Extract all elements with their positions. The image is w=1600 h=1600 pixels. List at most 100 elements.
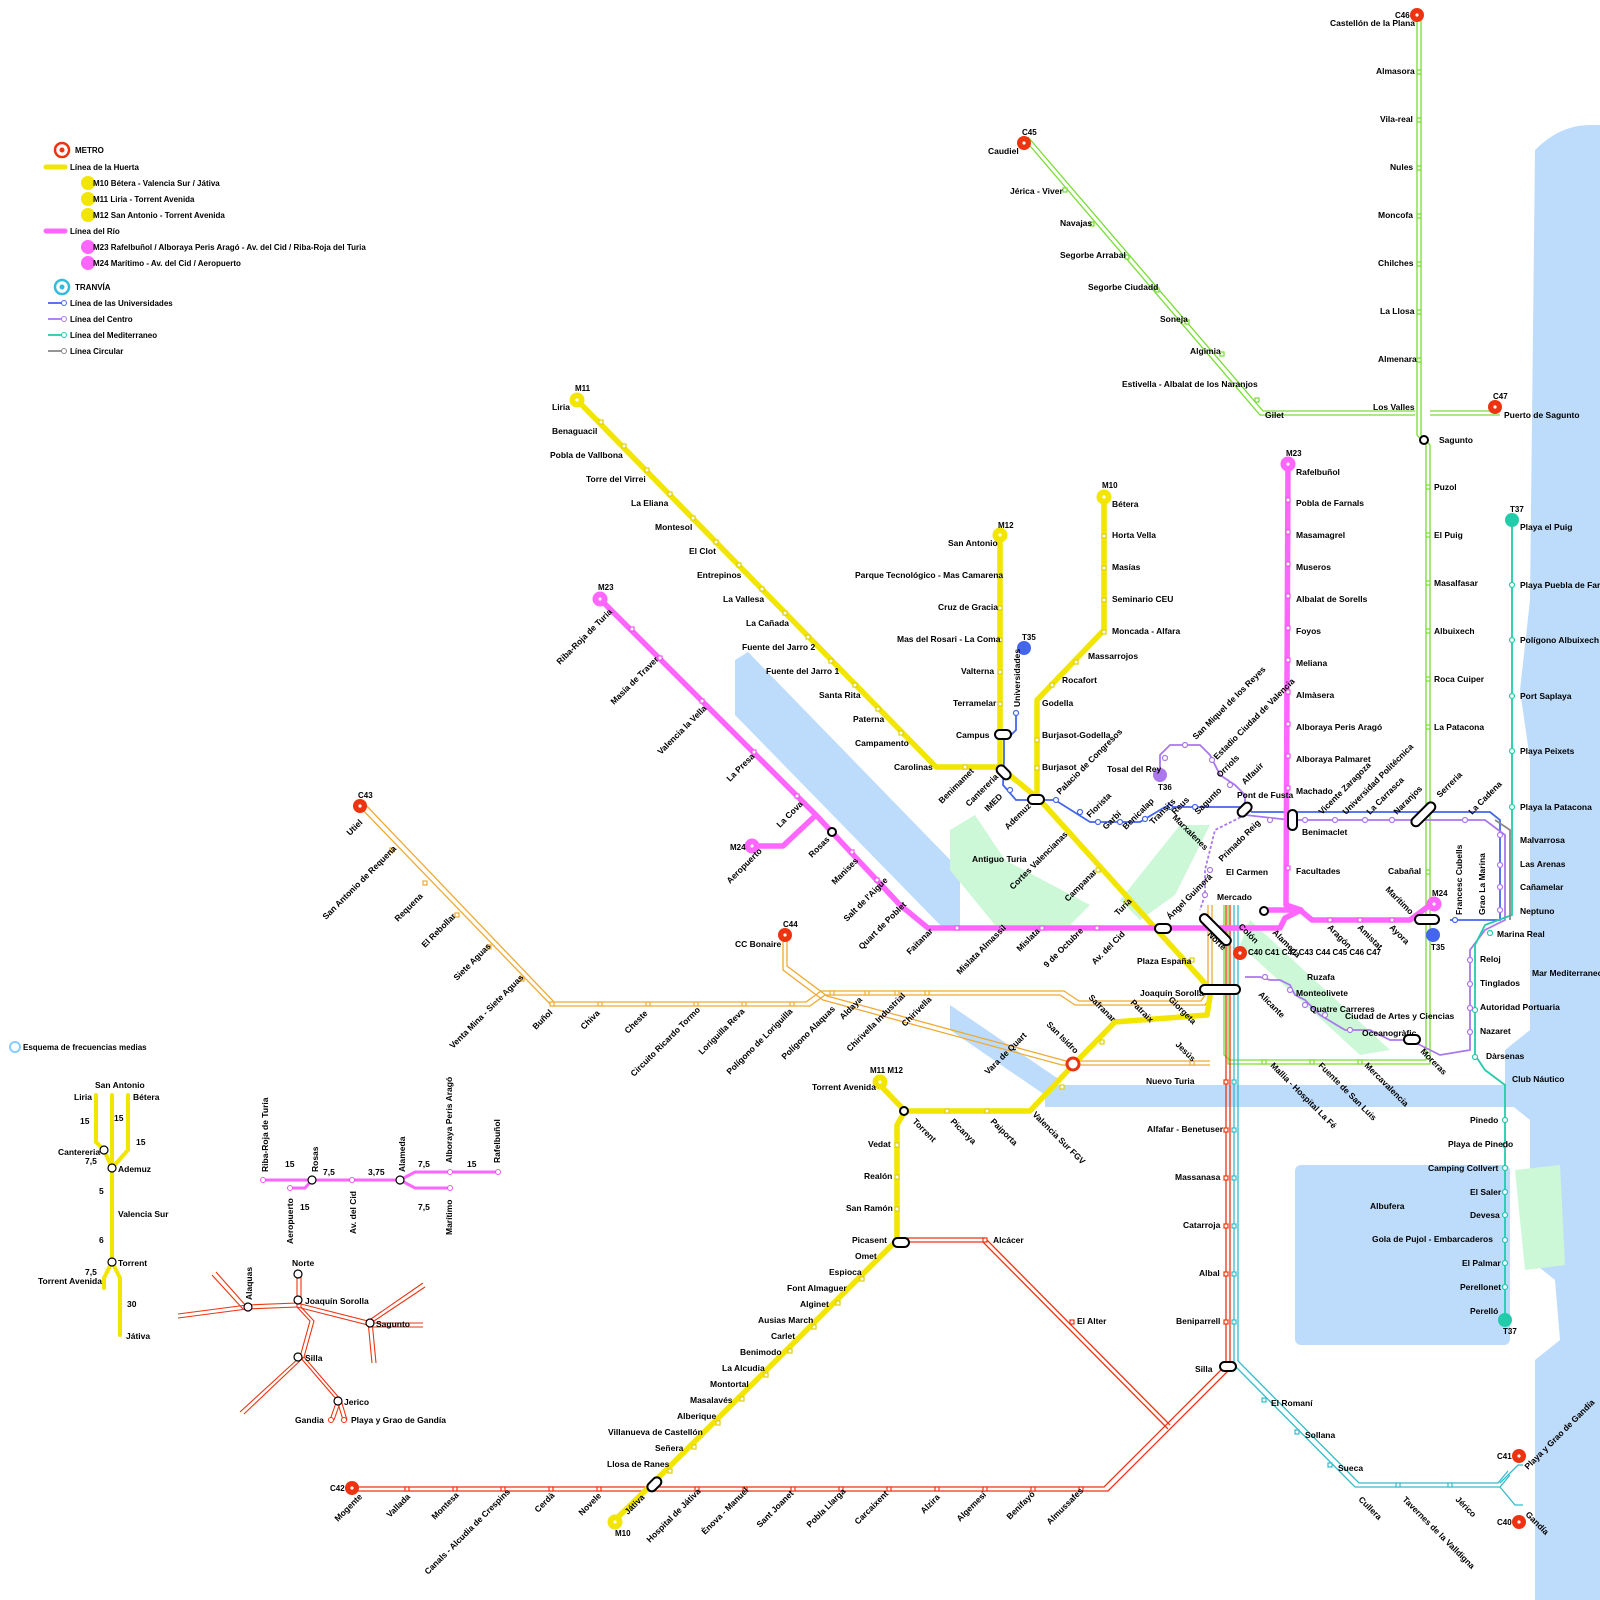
station-label-san-ramon[interactable]: San Ramón	[846, 1203, 893, 1213]
station-label-alboraya-palmaret[interactable]: Alboraya Palmaret	[1296, 754, 1371, 764]
station-label-algimia[interactable]: Algimia	[1190, 346, 1221, 356]
station-label-facultades[interactable]: Facultades	[1296, 866, 1341, 876]
station-label-quatre-carreres[interactable]: Quatre Carreres	[1310, 1004, 1375, 1014]
station-label-cruz-gracia[interactable]: Cruz de Gracia	[938, 602, 998, 612]
station-label-el-puig[interactable]: El Puig	[1434, 530, 1463, 540]
station-label-playa-peixets[interactable]: Playa Peixets	[1520, 746, 1575, 756]
station-label-masamagrel[interactable]: Masamagrel	[1296, 530, 1345, 540]
station-label-giorgeta[interactable]: Giorgeta	[1167, 994, 1199, 1026]
station-label-valencia-sur-fgv[interactable]: Valencia Sur FGV	[1031, 1109, 1088, 1166]
station-label-masias[interactable]: Masías	[1112, 562, 1141, 572]
station-label-montesol[interactable]: Montesol	[655, 522, 692, 532]
station-label-moreras[interactable]: Moreras	[1419, 1046, 1450, 1077]
station-label-alcacer[interactable]: Alcácer	[993, 1235, 1024, 1245]
station-label-montesa[interactable]: Montesa	[429, 1490, 461, 1522]
station-label-hospital-jativa[interactable]: Hospital de Játiva	[644, 1486, 702, 1544]
station-label-ciudad-artes[interactable]: Ciudad de Artes y Ciencias	[1345, 1011, 1455, 1021]
station-label-los-valles[interactable]: Los Valles	[1373, 402, 1415, 412]
station-label-loriguilla-reva[interactable]: Loriguilla Reva	[696, 1006, 746, 1056]
station-label-aragon[interactable]: Aragón	[1326, 922, 1354, 950]
station-label-la-patacona[interactable]: La Patacona	[1434, 722, 1484, 732]
station-label-llosa-ranes[interactable]: Llosa de Ranes	[607, 1459, 670, 1469]
station-label-darsenas[interactable]: Dàrsenas	[1486, 1051, 1525, 1061]
station-label-canada[interactable]: La Cañada	[746, 618, 789, 628]
station-label-burjasot[interactable]: Burjasot	[1042, 762, 1077, 772]
station-label-catarroja[interactable]: Catarroja	[1183, 1220, 1221, 1230]
station-label-alfauir[interactable]: Alfauir	[1239, 760, 1266, 787]
station-label-tinglados[interactable]: Tinglados	[1480, 978, 1520, 988]
station-label-ausias-march[interactable]: Ausias March	[758, 1315, 813, 1325]
station-label-machado[interactable]: Machado	[1296, 786, 1333, 796]
station-label-gola-pujol[interactable]: Gola de Pujol - Embarcaderos	[1372, 1234, 1493, 1244]
station-label-mas-rosari[interactable]: Mas del Rosari - La Coma	[897, 634, 1001, 644]
station-label-playa-puebla[interactable]: Playa Puebla de Farnals	[1520, 580, 1600, 590]
station-label-segorbe-arrabal[interactable]: Segorbe Arrabal	[1060, 250, 1126, 260]
station-label-alberique[interactable]: Alberique	[677, 1411, 716, 1421]
station-label-realon[interactable]: Realón	[864, 1171, 892, 1181]
station-label-benaguacil[interactable]: Benaguacil	[552, 426, 597, 436]
station-label-las-arenas[interactable]: Las Arenas	[1520, 859, 1566, 869]
station-label-vallada[interactable]: Vallada	[384, 1491, 412, 1519]
station-label-requena[interactable]: Requena	[392, 891, 425, 924]
station-label-la-cova[interactable]: La Cova	[774, 799, 805, 830]
station-label-novele[interactable]: Novele	[576, 1490, 603, 1517]
station-label-benimodo[interactable]: Benimodo	[740, 1347, 782, 1357]
station-label-jerico[interactable]: Jérico	[1454, 1494, 1479, 1519]
station-label-serreria[interactable]: Serreria	[1434, 769, 1464, 799]
station-label-algemesi[interactable]: Algemesí	[954, 1489, 988, 1523]
station-label-museros[interactable]: Museros	[1296, 562, 1331, 572]
station-label-terramelar[interactable]: Terramelar	[953, 698, 997, 708]
station-label-carlet[interactable]: Carlet	[771, 1331, 795, 1341]
station-label-liria[interactable]: Liria	[552, 402, 570, 412]
san-isidro-interchange[interactable]	[1065, 1056, 1081, 1072]
station-label-alcudia[interactable]: La Alcudia	[722, 1363, 765, 1373]
station-label-alboraya-peris[interactable]: Alboraya Peris Aragó	[1296, 722, 1382, 732]
station-label-nueve-octubre[interactable]: 9 de Octubre	[1041, 925, 1085, 969]
station-label-jesus[interactable]: Jesús	[1174, 1039, 1198, 1063]
station-label-estadio[interactable]: Estadio Ciudad de Valencia	[1211, 676, 1296, 761]
station-label-tosal-rey[interactable]: Tosal del Rey	[1107, 764, 1161, 774]
station-label-castellon[interactable]: Castellón de la Plana	[1330, 18, 1415, 28]
station-label-venta-mina[interactable]: Venta Mina - Siete Aguas	[447, 972, 525, 1050]
station-label-salt-aigue[interactable]: Salt de l'Aigue	[841, 875, 889, 923]
station-label-gilet[interactable]: Gilet	[1265, 410, 1284, 420]
station-label-entrepinos[interactable]: Entrepinos	[697, 570, 742, 580]
station-label-perello[interactable]: Perelló	[1470, 1306, 1498, 1316]
station-label-el-alter[interactable]: El Alter	[1077, 1316, 1107, 1326]
station-label-ademuz[interactable]: Ademuz	[1002, 801, 1032, 831]
station-label-autoridad-portuaria[interactable]: Autoridad Portuaria	[1480, 1002, 1560, 1012]
station-label-faitanar[interactable]: Faitanar	[904, 925, 935, 956]
station-label-nazaret[interactable]: Nazaret	[1480, 1026, 1511, 1036]
station-label-senera[interactable]: Señera	[655, 1443, 684, 1453]
station-label-font-almaguer[interactable]: Font Almaguer	[787, 1283, 847, 1293]
station-label-paterna[interactable]: Paterna	[853, 714, 884, 724]
station-label-grao-marina[interactable]: Grao La Marina	[1477, 853, 1487, 915]
station-label-port-saplaya[interactable]: Port Saplaya	[1520, 691, 1572, 701]
station-label-vedat[interactable]: Vedat	[868, 1139, 891, 1149]
station-label-paiporta[interactable]: Paiporta	[989, 1116, 1020, 1147]
station-label-nules[interactable]: Nules	[1390, 162, 1413, 172]
station-label-la-cadena[interactable]: La Cadena	[1466, 779, 1504, 817]
station-label-neptuno[interactable]: Neptuno	[1520, 906, 1554, 916]
station-label-benimaclet[interactable]: Benimaclet	[1302, 827, 1348, 837]
station-label-aldaya[interactable]: Aldaya	[837, 994, 864, 1021]
station-label-beniparrell[interactable]: Beniparrell	[1176, 1316, 1220, 1326]
station-label-navajas[interactable]: Navajas	[1060, 218, 1092, 228]
station-label-burjasot-godella[interactable]: Burjasot-Godella	[1042, 730, 1111, 740]
station-label-cerda[interactable]: Cerdà	[532, 1490, 556, 1514]
station-label-universidades[interactable]: Universidades	[1012, 649, 1022, 707]
station-label-cheste[interactable]: Cheste	[622, 1008, 649, 1035]
station-label-manises[interactable]: Manises	[829, 855, 860, 886]
station-label-parque-tec[interactable]: Parque Tecnológico - Mas Camarena	[855, 570, 1003, 580]
station-label-sant-joanet[interactable]: Sant Joanet	[754, 1488, 795, 1529]
station-label-el-rebollar[interactable]: El Rebollar	[419, 910, 458, 949]
station-label-pont-fusta[interactable]: Pont de Fusta	[1237, 790, 1293, 800]
station-label-el-clot[interactable]: El Clot	[689, 546, 716, 556]
station-label-alzira[interactable]: Alzira	[918, 1492, 942, 1516]
station-label-eliana[interactable]: La Eliana	[631, 498, 669, 508]
station-label-albuixech[interactable]: Albuixech	[1434, 626, 1475, 636]
station-label-massanasa[interactable]: Massanasa	[1175, 1172, 1221, 1182]
station-label-seminario[interactable]: Seminario CEU	[1112, 594, 1173, 604]
station-label-cc-bonaire[interactable]: CC Bonaire	[735, 939, 782, 949]
station-label-montortal[interactable]: Montortal	[710, 1379, 749, 1389]
